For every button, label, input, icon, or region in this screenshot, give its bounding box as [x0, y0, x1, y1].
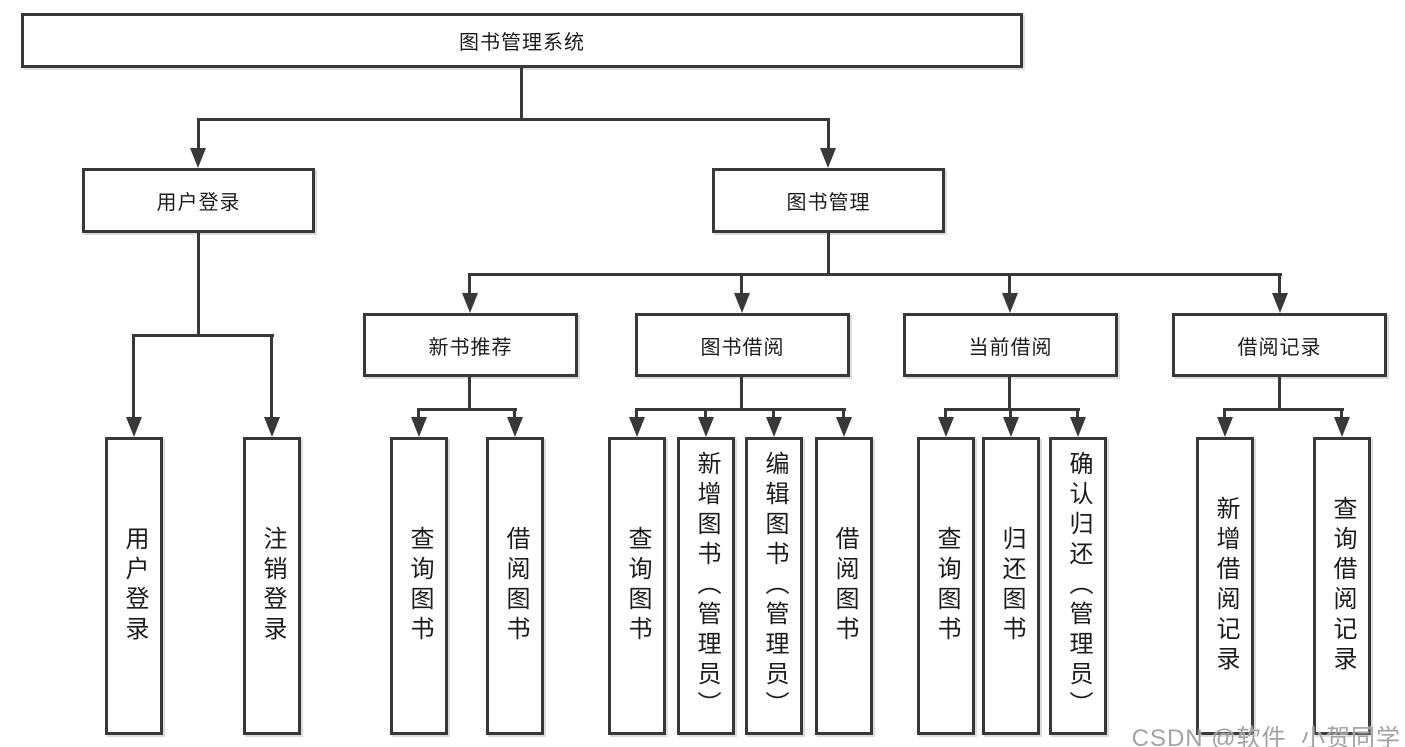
- arrow-down-icon: [938, 417, 954, 437]
- arrow-down-icon: [1002, 293, 1018, 313]
- connector-line: [842, 408, 845, 419]
- node-book-borrow-label: 图书借阅: [700, 336, 785, 359]
- node-root: 图书管理系统: [21, 13, 1023, 68]
- leaf-current-return-book-label: 归还图书: [998, 526, 1025, 646]
- connector-line: [740, 273, 743, 295]
- connector-line: [704, 408, 707, 419]
- leaf-record-add-record-label: 新增借阅记录: [1212, 496, 1239, 676]
- leaf-current-query-book: 查询图书: [917, 437, 975, 735]
- arrow-down-icon: [698, 417, 714, 437]
- leaf-borrow-query-book-label: 查询图书: [624, 526, 651, 646]
- csdn-watermark: CSDN @软件_小贺同学: [1131, 725, 1401, 747]
- arrow-down-icon: [411, 417, 427, 437]
- arrow-down-icon: [820, 148, 836, 168]
- node-new-book-recommend: 新书推荐: [363, 313, 578, 377]
- leaf-borrow-borrow-book: 借阅图书: [815, 437, 873, 735]
- leaf-borrow-query-book: 查询图书: [608, 437, 666, 735]
- leaf-newbook-query-book-label: 查询图书: [406, 526, 433, 646]
- connector-line: [1008, 377, 1011, 408]
- connector-line: [513, 408, 516, 419]
- leaf-record-query-record: 查询借阅记录: [1313, 437, 1371, 735]
- connector-line: [827, 118, 830, 150]
- node-user-login: 用户登录: [82, 168, 315, 233]
- connector-line: [1278, 273, 1281, 295]
- connector-line: [1008, 273, 1011, 295]
- leaf-current-query-book-label: 查询图书: [933, 526, 960, 646]
- connector-line: [468, 273, 1282, 276]
- connector-line: [1009, 408, 1012, 419]
- arrow-down-icon: [629, 417, 645, 437]
- arrow-down-icon: [734, 293, 750, 313]
- leaf-user-login-label: 用户登录: [121, 526, 148, 646]
- connector-line: [944, 408, 1080, 411]
- leaf-newbook-borrow-book: 借阅图书: [486, 437, 544, 735]
- connector-line: [468, 273, 471, 295]
- connector-line: [740, 377, 743, 408]
- arrow-down-icon: [1070, 417, 1086, 437]
- connector-line: [635, 408, 846, 411]
- connector-line: [132, 334, 274, 337]
- node-borrow-record-label: 借阅记录: [1237, 336, 1322, 359]
- arrow-down-icon: [264, 417, 280, 437]
- arrow-down-icon: [766, 417, 782, 437]
- arrow-down-icon: [1272, 293, 1288, 313]
- leaf-logout: 注销登录: [243, 437, 301, 735]
- leaf-current-confirm-return-admin: 确认归还（管理员）: [1049, 437, 1107, 735]
- node-user-login-label: 用户登录: [156, 192, 241, 214]
- connector-line: [417, 408, 420, 419]
- node-book-management-label: 图书管理: [786, 192, 871, 214]
- node-current-borrow: 当前借阅: [903, 313, 1118, 377]
- node-book-management: 图书管理: [712, 168, 945, 233]
- connector-line: [944, 408, 947, 419]
- leaf-newbook-query-book: 查询图书: [390, 437, 448, 735]
- connector-line: [417, 408, 517, 411]
- node-root-label: 图书管理系统: [459, 32, 585, 54]
- arrow-down-icon: [1217, 417, 1233, 437]
- connector-line: [197, 118, 200, 150]
- connector-line: [468, 377, 471, 408]
- leaf-logout-label: 注销登录: [259, 526, 286, 646]
- leaf-borrow-borrow-book-label: 借阅图书: [831, 526, 858, 646]
- connector-line: [270, 334, 273, 419]
- connector-line: [1223, 408, 1344, 411]
- leaf-current-confirm-return-admin-label: 确认归还（管理员）: [1065, 451, 1092, 721]
- arrow-down-icon: [126, 417, 142, 437]
- node-book-borrow: 图书借阅: [635, 313, 850, 377]
- connector-line: [1340, 408, 1343, 419]
- leaf-record-query-record-label: 查询借阅记录: [1329, 496, 1356, 676]
- arrow-down-icon: [462, 293, 478, 313]
- arrow-down-icon: [507, 417, 523, 437]
- connector-line: [1278, 377, 1281, 408]
- connector-line: [197, 118, 830, 121]
- leaf-borrow-edit-book-admin-label: 编辑图书（管理员）: [761, 451, 788, 721]
- arrow-down-icon: [190, 148, 206, 168]
- connector-line: [635, 408, 638, 419]
- node-new-book-recommend-label: 新书推荐: [428, 336, 513, 359]
- node-current-borrow-label: 当前借阅: [968, 336, 1053, 359]
- arrow-down-icon: [1334, 417, 1350, 437]
- arrow-down-icon: [1003, 417, 1019, 437]
- connector-line: [1223, 408, 1226, 419]
- connector-line: [520, 68, 523, 118]
- node-borrow-record: 借阅记录: [1172, 313, 1387, 377]
- leaf-borrow-add-book-admin: 新增图书（管理员）: [677, 437, 735, 735]
- leaf-user-login: 用户登录: [105, 437, 163, 735]
- leaf-current-return-book: 归还图书: [982, 437, 1040, 735]
- leaf-newbook-borrow-book-label: 借阅图书: [502, 526, 529, 646]
- arrow-down-icon: [836, 417, 852, 437]
- leaf-borrow-edit-book-admin: 编辑图书（管理员）: [745, 437, 803, 735]
- leaf-record-add-record: 新增借阅记录: [1196, 437, 1254, 735]
- connector-line: [772, 408, 775, 419]
- connector-line: [197, 233, 200, 334]
- connector-line: [132, 334, 135, 419]
- connector-line: [827, 233, 830, 273]
- connector-line: [1076, 408, 1079, 419]
- leaf-borrow-add-book-admin-label: 新增图书（管理员）: [693, 451, 720, 721]
